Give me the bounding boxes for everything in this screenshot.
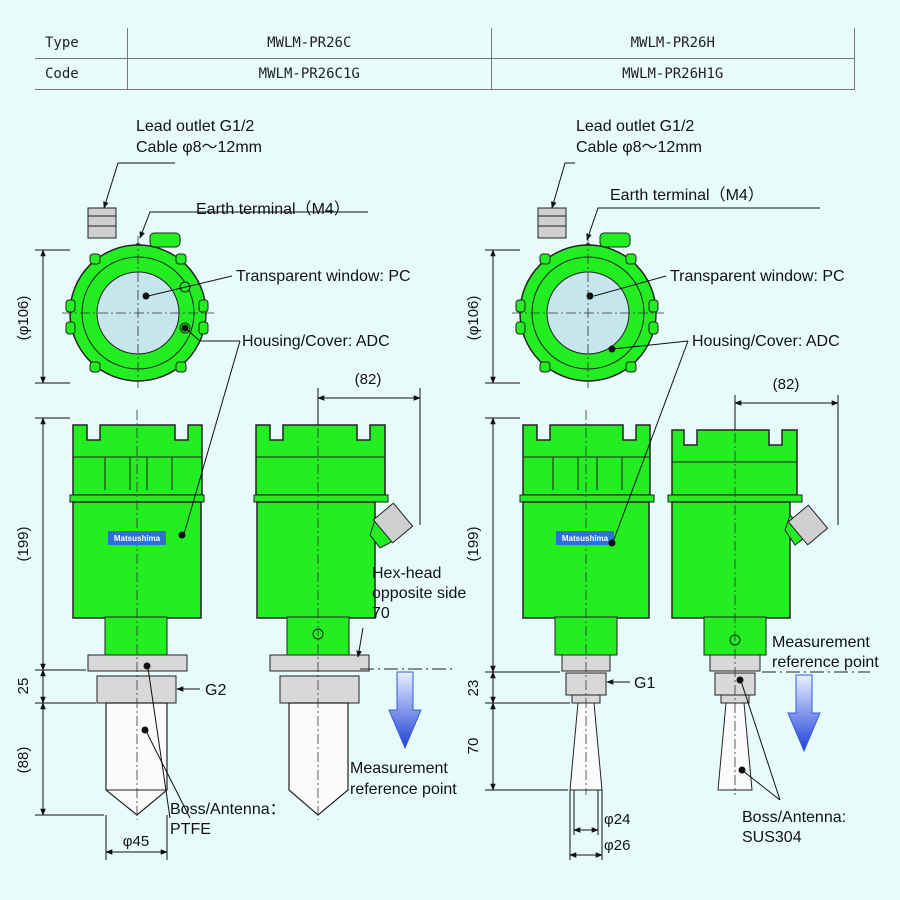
left-boss-label-1: Boss/Antenna： (170, 801, 286, 818)
right-thread-label: G1 (634, 675, 655, 692)
left-hex-label-2: opposite side (372, 585, 466, 602)
left-housing-label: Housing/Cover: ADC (242, 333, 390, 350)
right-measurement-arrow (787, 674, 821, 753)
right-meas-label-1: Measurement (772, 634, 870, 651)
left-cable-label: Cable φ8～12mm (136, 139, 262, 156)
left-window-label: Transparent window: PC (236, 268, 411, 285)
right-logo-plate (556, 531, 614, 545)
right-boss-label-1: Boss/Antenna: (742, 809, 846, 826)
left-lead-outlet-label: Lead outlet G1/2 (136, 118, 254, 135)
right-boss-label-2: SUS304 (742, 829, 802, 846)
right-dim-23: 23 (465, 680, 482, 697)
left-thread-label: G2 (205, 682, 226, 699)
code-value-c: MWLM-PR26C1G (127, 58, 492, 90)
type-value-h: MWLM-PR26H (490, 28, 855, 59)
right-dim-199: (199) (465, 526, 482, 561)
code-value-h: MWLM-PR26H1G (490, 58, 855, 90)
code-header: Code (35, 58, 128, 90)
left-earth-label: Earth terminal（M4） (196, 200, 350, 218)
right-side-view (667, 415, 870, 795)
right-logo: Matsushima (562, 534, 609, 543)
right-dim-phi26: φ26 (604, 837, 630, 854)
left-dim-dia: (φ106) (15, 296, 32, 341)
spec-table: Type MWLM-PR26C MWLM-PR26H Code MWLM-PR2… (35, 28, 855, 90)
left-logo-plate (108, 531, 166, 545)
left-measurement-arrow (388, 671, 422, 750)
type-value-c: MWLM-PR26C (127, 28, 492, 59)
left-dim-199: (199) (15, 526, 32, 561)
left-logo: Matsushima (114, 534, 161, 543)
right-top-view (512, 207, 664, 388)
left-dim-88: (88) (15, 747, 32, 774)
left-hex-label-1: Hex-head (372, 565, 441, 582)
right-dim-dia: (φ106) (465, 296, 482, 341)
right-dim-70: 70 (465, 738, 482, 755)
left-front-view: Matsushima (69, 410, 205, 820)
right-front-view: Matsushima (519, 410, 655, 795)
left-top-view (62, 207, 214, 388)
right-housing-label: Housing/Cover: ADC (692, 333, 840, 350)
right-cable-label: Cable φ8～12mm (576, 139, 702, 156)
left-side-view (253, 410, 455, 820)
type-row: Type MWLM-PR26C MWLM-PR26H (35, 28, 855, 59)
right-meas-label-2: reference point (772, 654, 879, 671)
right-dim-82: (82) (773, 376, 800, 393)
left-meas-label-2: reference point (350, 781, 457, 798)
right-lead-outlet-label: Lead outlet G1/2 (576, 118, 694, 135)
right-earth-label: Earth terminal（M4） (610, 186, 764, 204)
left-boss-label-2: PTFE (170, 821, 211, 838)
code-row: Code MWLM-PR26C1G MWLM-PR26H1G (35, 58, 855, 90)
right-window-label: Transparent window: PC (670, 268, 845, 285)
left-hex-label-3: 70 (372, 605, 390, 622)
left-dim-25: 25 (15, 678, 32, 695)
right-dim-phi24: φ24 (604, 811, 630, 828)
left-dim-82: (82) (355, 371, 382, 388)
type-header: Type (35, 28, 128, 59)
left-meas-label-1: Measurement (350, 760, 448, 777)
left-dim-phi45: φ45 (123, 833, 149, 850)
